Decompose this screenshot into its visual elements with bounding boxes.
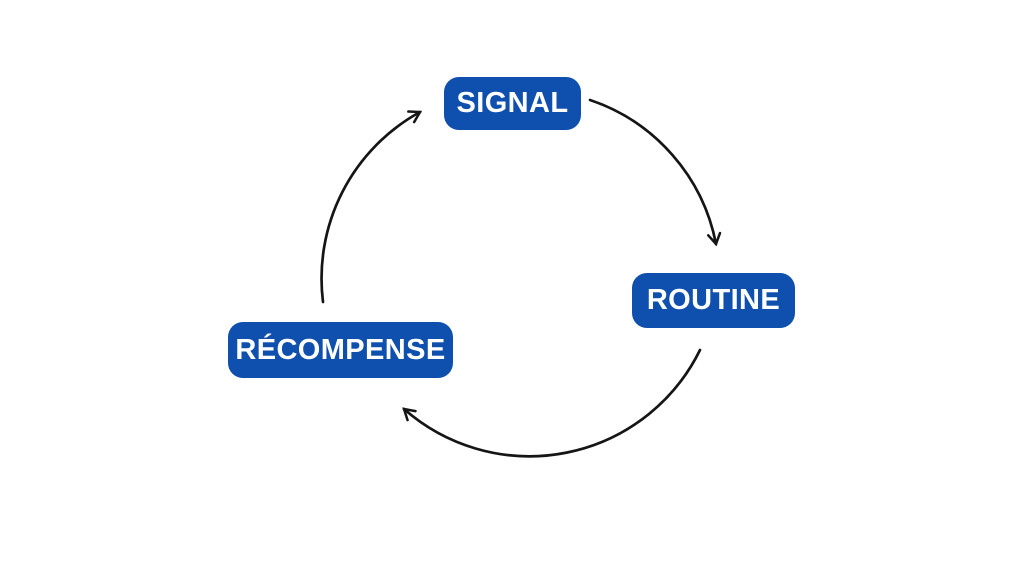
node-signal-label: SIGNAL (456, 87, 569, 119)
node-routine: ROUTINE (632, 273, 795, 328)
arrow-routine-to-recompense-icon (402, 348, 702, 458)
arrow-signal-to-routine-icon (588, 98, 722, 247)
node-signal: SIGNAL (444, 77, 581, 130)
arrow-recompense-to-signal-icon (320, 110, 423, 304)
node-recompense-label: RÉCOMPENSE (235, 333, 446, 366)
node-routine-label: ROUTINE (646, 284, 781, 316)
node-recompense: RÉCOMPENSE (228, 322, 453, 378)
